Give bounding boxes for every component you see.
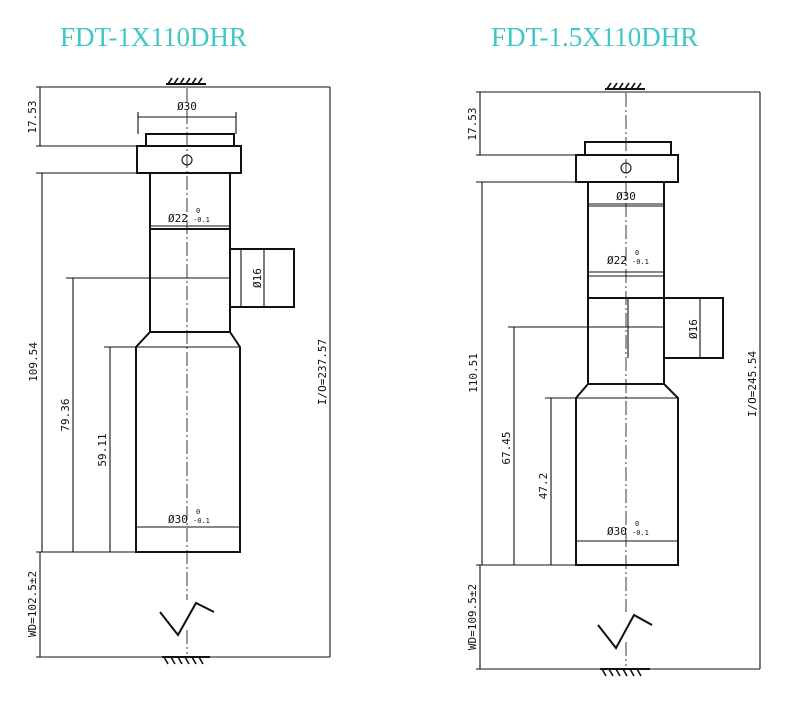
dimension-lines xyxy=(476,91,761,670)
lens-body xyxy=(135,133,295,553)
dim-bottom-dia: Ø30 xyxy=(607,525,627,538)
dim-bottom-dia: Ø30 xyxy=(168,513,188,526)
dim-body-length: 109.54 xyxy=(27,342,40,382)
dim-bottom-tol-lower: -0.1 xyxy=(632,529,649,537)
diagram-title-1-5x: FDT-1.5X110DHR xyxy=(491,22,699,52)
dim-top-offset: 17.53 xyxy=(26,100,39,133)
ground-hatch-bottom xyxy=(600,668,650,677)
dim-tube-dia: Ø22 xyxy=(607,254,627,267)
drawing-1-5x: Ø30 Ø22 0 -0.1 Ø30 0 -0.1 Ø16 17.53 110.… xyxy=(466,82,761,677)
dim-bottom-tol-upper: 0 xyxy=(635,520,639,528)
dim-total-length: I/O=245.54 xyxy=(746,351,759,418)
dim-lower-height: 59.11 xyxy=(96,433,109,466)
dim-tube-tol-lower: -0.1 xyxy=(193,216,210,224)
dim-body-dia: Ø30 xyxy=(616,190,636,203)
dim-bottom-tol-lower: -0.1 xyxy=(193,517,210,525)
lens-body xyxy=(575,141,724,566)
dimension-lines xyxy=(36,86,331,658)
dim-tube-tol-lower: -0.1 xyxy=(632,258,649,266)
dim-port-dia: Ø16 xyxy=(687,319,700,339)
ground-hatch-top xyxy=(605,82,645,90)
dim-working-distance: WD=102.5±2 xyxy=(26,571,39,637)
drawing-1x: Ø30 Ø22 0 -0.1 Ø30 0 -0.1 Ø16 17.53 109.… xyxy=(26,77,331,665)
dim-port-height: 67.45 xyxy=(500,431,513,464)
dim-port-dia: Ø16 xyxy=(251,268,264,288)
diagram-title-1x: FDT-1X110DHR xyxy=(60,22,248,52)
dim-top-offset: 17.53 xyxy=(466,107,479,140)
dim-tube-tol-upper: 0 xyxy=(635,249,639,257)
break-symbol xyxy=(159,601,215,637)
ground-hatch-top xyxy=(166,77,206,85)
dim-tube-tol-upper: 0 xyxy=(196,207,200,215)
dim-tube-dia: Ø22 xyxy=(168,212,188,225)
break-symbol xyxy=(597,613,653,650)
dim-working-distance: WD=109.5±2 xyxy=(466,584,479,650)
dim-body-length: 110.51 xyxy=(467,353,480,393)
dim-total-length: I/O=237.57 xyxy=(316,339,329,405)
dim-lower-height: 47.2 xyxy=(537,473,550,500)
dim-bottom-tol-upper: 0 xyxy=(196,508,200,516)
dim-port-height: 79.36 xyxy=(59,398,72,431)
dim-body-dia: Ø30 xyxy=(177,100,197,113)
ground-hatch-bottom xyxy=(162,656,210,665)
